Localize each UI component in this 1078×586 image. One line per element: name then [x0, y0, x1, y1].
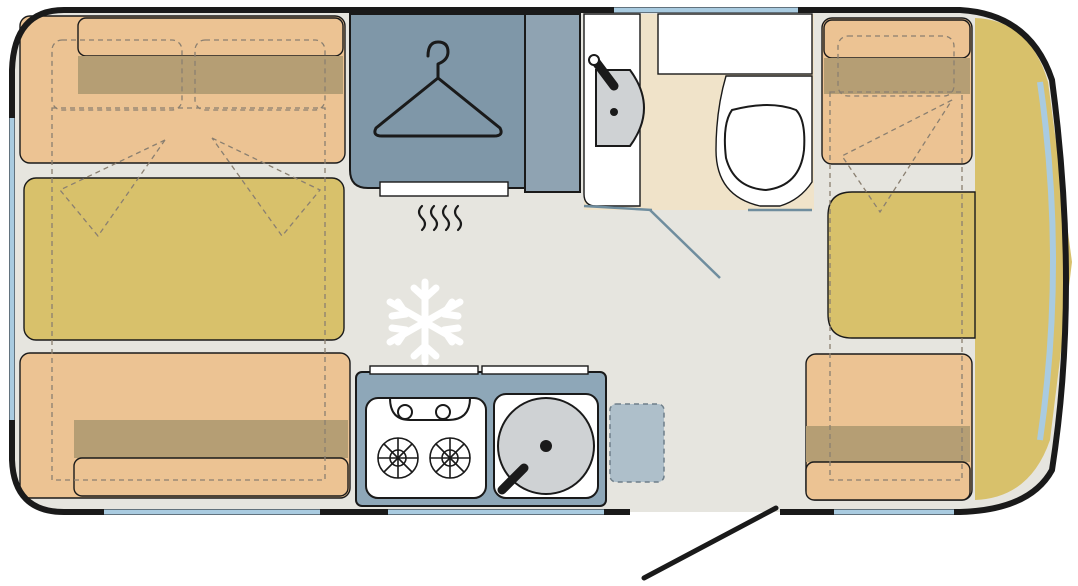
washroom-door — [649, 209, 721, 279]
wardrobe-side — [524, 13, 581, 193]
toilet-bowl — [723, 104, 806, 192]
rear-backrest-bottom-shadow — [74, 420, 348, 458]
kitchen-top-edge-left — [369, 365, 479, 375]
snowflake-icon — [386, 278, 464, 366]
rear-backrest-top — [77, 17, 344, 57]
wardrobe-plinth — [379, 181, 509, 197]
outer-wall — [9, 7, 1069, 515]
rear-bed-outline — [51, 107, 326, 481]
washbasin-drain — [610, 108, 618, 116]
rear-dinette — [19, 15, 351, 499]
two-burner-hob-icon — [365, 397, 487, 499]
front-backrest-bottom-shadow — [806, 426, 970, 462]
rear-pillow-1 — [51, 39, 183, 111]
front-bed-outline — [829, 91, 963, 481]
rear-backrest-bottom — [73, 457, 349, 497]
kitchen — [355, 365, 665, 507]
washbasin-tap — [591, 57, 619, 91]
heating-icon — [417, 204, 463, 232]
front-backrest-top-shadow — [824, 58, 970, 94]
window-front — [1037, 81, 1056, 441]
worktop-extension — [609, 403, 665, 483]
hanger-icon — [373, 40, 503, 138]
kitchen-top-edge-right — [481, 365, 589, 375]
washbasin-tap-knob — [588, 54, 600, 66]
washroom-wall-base — [583, 204, 653, 212]
front-arrow — [841, 99, 953, 214]
round-sink-icon — [493, 393, 599, 499]
front-backrest-bottom — [805, 461, 971, 501]
front-table — [827, 191, 976, 339]
wardrobe-body — [349, 13, 526, 189]
rear-backrest-top-shadow — [78, 56, 343, 94]
wardrobe — [349, 13, 581, 232]
washroom-shelf — [657, 13, 813, 75]
washbasin-bowl — [595, 69, 645, 147]
rear-arrow-left — [58, 139, 166, 238]
entry-door-icon — [641, 505, 779, 581]
front-backrest-top — [823, 19, 971, 59]
front-seating — [805, 17, 976, 501]
front-pillow — [837, 35, 955, 97]
rear-table — [23, 177, 345, 341]
washroom — [583, 13, 814, 279]
rear-pillow-2 — [194, 39, 326, 111]
